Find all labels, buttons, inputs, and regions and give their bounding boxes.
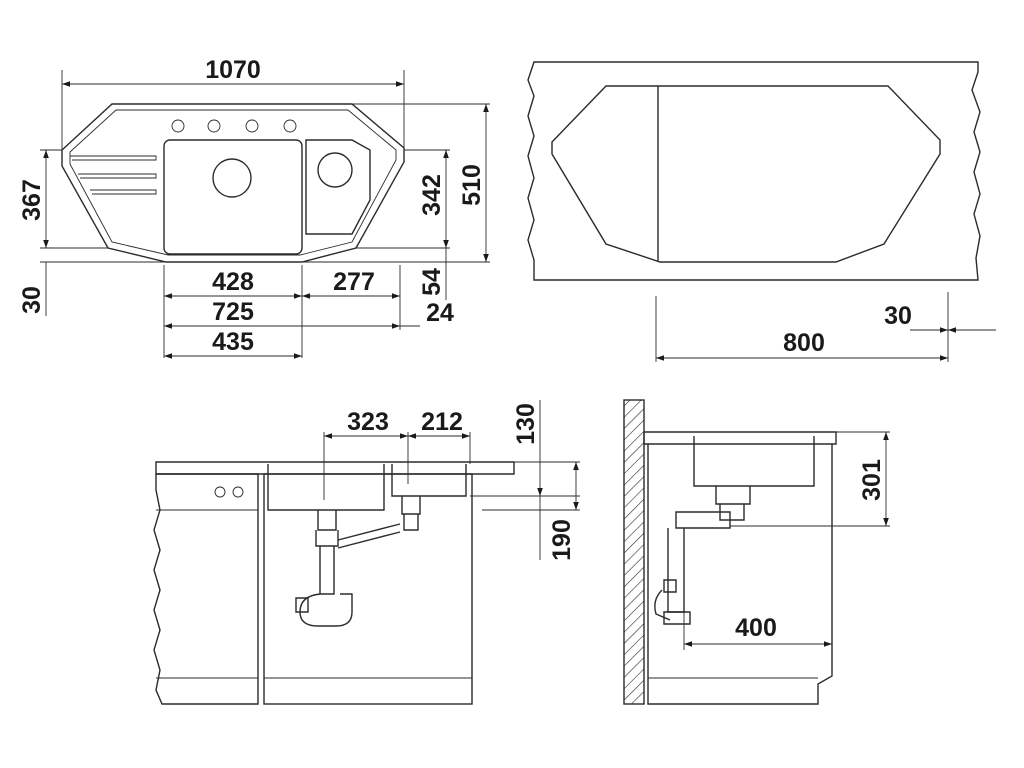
main-bowl <box>163 139 303 255</box>
extension-lines <box>40 70 490 358</box>
tap-hole-1 <box>171 119 185 133</box>
dim-side-depth: 301 <box>858 459 886 501</box>
front-plumbing <box>295 496 421 627</box>
dim-bottom-base: 435 <box>212 328 254 356</box>
small-bowl <box>305 139 371 235</box>
dim-side-drain-offset: 400 <box>735 614 777 642</box>
dim-bottom-overall: 725 <box>212 298 254 326</box>
cutout-view: 30 800 <box>527 61 996 362</box>
dim-bottom-left-bowl: 428 <box>212 268 254 296</box>
dim-right-lowest: 24 <box>426 299 454 327</box>
dim-cutout-margin: 30 <box>884 302 912 330</box>
dim-right-total-height: 510 <box>458 164 486 206</box>
dim-front-right-bowl: 212 <box>421 408 463 436</box>
tap-hole-4 <box>283 119 297 133</box>
dim-top-width: 1070 <box>205 56 261 84</box>
tap-hole-2 <box>207 119 221 133</box>
front-section-view: 323 212 130 190 <box>153 400 580 705</box>
front-small-bowl <box>391 464 467 497</box>
side-countertop <box>643 431 837 445</box>
countertop-section <box>527 61 981 281</box>
left-cabinet <box>153 473 259 705</box>
small-bowl-drain <box>317 152 353 188</box>
dim-front-drain-depth: 190 <box>548 519 576 561</box>
sink-inner-outline <box>69 109 397 256</box>
side-bowl <box>693 436 815 487</box>
cutout-opening <box>551 85 941 263</box>
dim-bottom-right-bowl: 277 <box>333 268 375 296</box>
wall-hatched <box>623 399 645 705</box>
dim-front-left-bowl: 323 <box>347 408 389 436</box>
sink-outline <box>61 103 405 263</box>
side-plumbing <box>654 486 751 625</box>
dim-cutout-width: 800 <box>783 329 825 357</box>
main-bowl-drain <box>212 158 252 198</box>
dim-right-inner-height: 342 <box>418 174 446 216</box>
dim-front-depth: 130 <box>512 403 540 445</box>
dim-left-bottom: 30 <box>18 286 46 314</box>
top-view: 1070 367 30 342 510 54 428 277 725 24 43… <box>18 56 490 359</box>
dim-right-lower: 54 <box>418 268 446 296</box>
drainboard <box>70 155 157 195</box>
tap-hole-3 <box>245 119 259 133</box>
control-knob-2 <box>232 486 244 498</box>
right-cabinet <box>263 473 473 705</box>
dim-left-height: 367 <box>18 179 46 221</box>
side-cabinet <box>647 444 833 705</box>
side-section-view: 301 400 <box>623 399 890 705</box>
front-main-bowl <box>267 464 385 511</box>
front-extension-lines <box>323 432 580 511</box>
control-knob-1 <box>214 486 226 498</box>
countertop <box>155 461 515 475</box>
